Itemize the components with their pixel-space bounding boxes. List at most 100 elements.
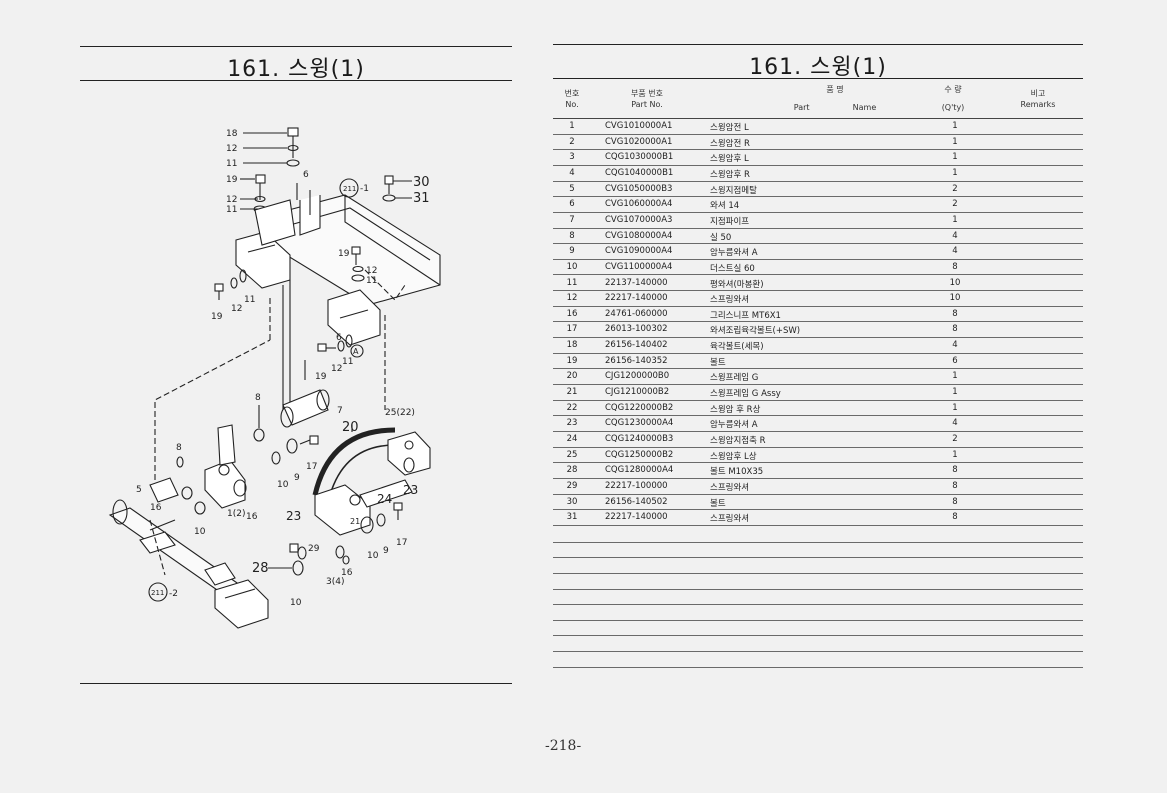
top-rule bbox=[553, 44, 1083, 45]
row-number: 29 bbox=[566, 480, 578, 491]
row-part-no: 26156-140502 bbox=[605, 496, 668, 507]
row-quantity: 1 bbox=[952, 449, 958, 460]
empty-row-line bbox=[553, 666, 1083, 668]
diagram-label: 6 bbox=[336, 333, 342, 343]
row-part-no: CQG1280000A4 bbox=[605, 465, 674, 476]
row-part-name: 스윙암전 R bbox=[710, 138, 750, 149]
diagram-label: 17 bbox=[396, 538, 407, 548]
page-title-left: 161. 스윙(1) bbox=[227, 57, 365, 82]
row-number: 6 bbox=[569, 199, 575, 210]
diagram-label: 29 bbox=[308, 544, 320, 554]
row-part-name: 스프링와셔 bbox=[710, 514, 750, 525]
row-part-no: CVG1020000A1 bbox=[605, 136, 673, 147]
header-name-en-part: Part bbox=[793, 103, 810, 112]
row-number: 17 bbox=[566, 324, 578, 335]
row-part-name: 평와셔(마봉환) bbox=[710, 279, 764, 290]
header-part-ko: 부품 번호 bbox=[631, 89, 663, 98]
empty-row-line bbox=[553, 572, 1083, 574]
row-part-name: 스프링와셔 bbox=[710, 482, 750, 493]
diagram-label: A bbox=[353, 347, 359, 356]
diagram-label: 11 bbox=[342, 357, 353, 367]
row-part-name: 볼트 M10X35 bbox=[710, 467, 764, 478]
empty-row-line bbox=[553, 651, 1083, 653]
row-quantity: 4 bbox=[952, 230, 958, 241]
row-number: 20 bbox=[566, 371, 578, 382]
diagram-label: 16 bbox=[150, 503, 162, 513]
diagram-label: 8 bbox=[255, 393, 261, 403]
row-number: 22 bbox=[566, 402, 578, 413]
diagram-label: 17 bbox=[306, 462, 317, 472]
row-part-name: 스윙암후 L상 bbox=[710, 451, 757, 462]
row-number: 18 bbox=[566, 340, 578, 351]
left-page: 161. 스윙(1) bbox=[0, 0, 560, 793]
row-part-no: 22217-100000 bbox=[605, 480, 668, 491]
row-quantity: 1 bbox=[952, 214, 958, 225]
diagram-label: 10 bbox=[277, 480, 289, 490]
row-part-no: CVG1050000B3 bbox=[605, 183, 673, 194]
row-number: 2 bbox=[569, 136, 575, 147]
diagram-label: 25(22) bbox=[385, 408, 415, 418]
row-number: 31 bbox=[566, 512, 578, 523]
diagram-label: 12 bbox=[226, 144, 237, 154]
diagram-label: 3(4) bbox=[326, 577, 344, 587]
header-no: 번호 No. bbox=[553, 88, 591, 110]
row-quantity: 8 bbox=[952, 261, 958, 272]
header-part-no: 부품 번호 Part No. bbox=[607, 88, 687, 110]
row-number: 1 bbox=[569, 121, 575, 131]
diagram-label: 21 bbox=[350, 517, 360, 526]
diagram-label: 9 bbox=[383, 546, 389, 556]
row-number: 11 bbox=[566, 277, 578, 288]
diagram-label: 28 bbox=[252, 561, 269, 576]
header-qty: 수 량 (Q'ty) bbox=[933, 84, 973, 113]
row-quantity: 4 bbox=[952, 340, 958, 351]
header-qty-ko: 수 량 bbox=[944, 85, 962, 94]
header-remarks: 비고 Remarks bbox=[1013, 88, 1063, 110]
row-part-name: 스윙암 후 R상 bbox=[710, 404, 761, 415]
row-quantity: 8 bbox=[952, 308, 958, 319]
diagram-label: 12 bbox=[226, 195, 237, 205]
row-part-name: 스윙프레임 G bbox=[710, 373, 759, 384]
row-quantity: 8 bbox=[952, 480, 958, 491]
row-part-no: CVG1100000A4 bbox=[605, 261, 673, 272]
row-part-name: 스윙프레임 G Assy bbox=[710, 389, 781, 400]
row-quantity: 1 bbox=[952, 387, 958, 398]
diagram-label: 211 bbox=[343, 185, 356, 193]
row-part-no: CVG1090000A4 bbox=[605, 246, 673, 257]
row-part-name: 볼트 bbox=[710, 357, 726, 368]
row-number: 23 bbox=[566, 418, 578, 429]
diagram-label: 23 bbox=[286, 509, 301, 523]
row-part-name: 와셔조립육각볼트(+SW) bbox=[710, 326, 801, 337]
row-part-name: 그리스니프 MT6X1 bbox=[710, 310, 781, 321]
row-part-name: 스프링와셔 bbox=[710, 295, 750, 306]
row-part-no: 26013-100302 bbox=[605, 324, 668, 335]
diagram-label: 11 bbox=[244, 295, 255, 305]
row-part-name: 볼트 bbox=[710, 498, 726, 509]
row-part-name: 스윙암지점축 R bbox=[710, 436, 766, 446]
row-number: 10 bbox=[566, 261, 578, 272]
header-remarks-ko: 비고 bbox=[1030, 89, 1046, 98]
row-part-name: 지점파이프 bbox=[710, 216, 750, 227]
diagram-label: 9 bbox=[294, 473, 300, 483]
diagram-label: -1 bbox=[360, 184, 369, 194]
row-number: 28 bbox=[566, 465, 578, 476]
header-part-en: Part No. bbox=[631, 100, 663, 109]
row-part-name: 와셔 14 bbox=[710, 201, 740, 212]
row-quantity: 1 bbox=[952, 121, 958, 131]
row-part-no: CJG1210000B2 bbox=[605, 387, 670, 398]
diagram-label: 7 bbox=[337, 406, 343, 416]
row-part-name: 암누름와셔 A bbox=[710, 248, 758, 259]
title-rule bbox=[553, 78, 1083, 79]
row-number: 30 bbox=[566, 496, 578, 507]
diagram-label: 10 bbox=[290, 598, 302, 608]
header-name-ko: 품 명 bbox=[826, 85, 844, 94]
